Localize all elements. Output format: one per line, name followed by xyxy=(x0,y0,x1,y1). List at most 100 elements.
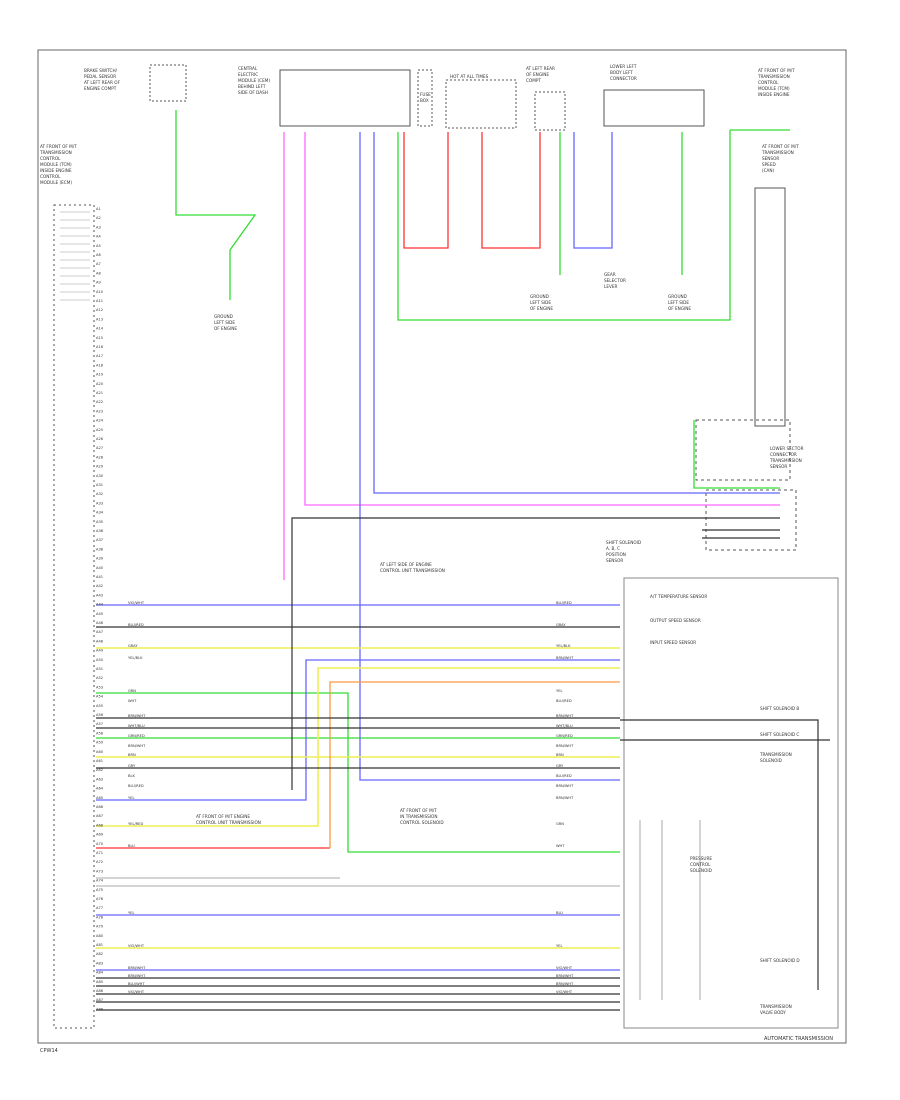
label-pressure-sensor-2: IN TRANSMISSION xyxy=(400,814,437,819)
pin-label: A43 xyxy=(96,593,103,597)
wire-color-label-right: WHT/BLU xyxy=(556,724,573,728)
component-labels: AT FRONT OF M/T TRANSMISSION CONTROL MOD… xyxy=(39,64,804,1015)
wire-color-label-right: VIO/WHT xyxy=(556,966,573,970)
label-shift-sol-4: SENSOR xyxy=(606,558,623,563)
wire-color-label-right: BRN/WHT xyxy=(556,656,574,660)
pin-label: A31 xyxy=(96,483,103,487)
pin-label: A21 xyxy=(96,391,103,395)
pin-label: A64 xyxy=(96,787,104,791)
pin-label: A23 xyxy=(96,409,103,413)
pin-label: A1 xyxy=(96,207,101,211)
pin-label: A53 xyxy=(96,685,103,689)
pin-label: A58 xyxy=(96,731,104,735)
pin-label: A65 xyxy=(96,796,103,800)
wire-color-label-right: GRY xyxy=(556,764,564,768)
wire-black-group xyxy=(96,517,830,1011)
wire-green-group xyxy=(96,110,790,853)
label-pressure-control-2: CONTROL xyxy=(690,862,711,867)
left-color-labels: VIO/WHTBLU/REDGRAYYEL/BLKGRNWHTBRN/WHTWH… xyxy=(128,601,146,994)
label-central-5: SIDE OF DASH xyxy=(238,90,268,95)
pin-label: A78 xyxy=(96,915,104,919)
pin-label: A45 xyxy=(96,612,103,616)
wire-color-label-right: BRN/WHT xyxy=(556,982,574,986)
label-can-2: TRANSMISSION xyxy=(761,150,794,155)
label-fuse-right-1: AT LEFT REAR xyxy=(526,66,555,71)
wire-color-label-left: YEL xyxy=(128,796,134,800)
pin-label: A47 xyxy=(96,630,103,634)
right-color-labels: BLU/REDGRAYYEL/BLKBRN/WHTYELBLU/REDBRN/W… xyxy=(556,601,574,994)
label-pressure-sensor-3: CONTROL SOLENOID xyxy=(400,820,444,825)
pin-label: A41 xyxy=(96,575,103,579)
inner-frame-bottom xyxy=(623,577,839,1029)
label-tcm-left-7: MODULE (ECM) xyxy=(40,180,72,185)
pin-label: A68 xyxy=(96,823,104,827)
pin-label: A73 xyxy=(96,869,103,873)
wire-color-label-right: BRN/WHT xyxy=(556,784,574,788)
wire-color-label-left: BRN/WHT xyxy=(128,966,146,970)
label-shift-sol-b: SHIFT SOLENOID B xyxy=(760,706,799,711)
wire-color-label-left: WHT/BLU xyxy=(128,724,145,728)
pin-label: A15 xyxy=(96,336,103,340)
pin-label: A37 xyxy=(96,538,103,542)
label-can-3: SENSOR xyxy=(762,156,779,161)
pin-label: A2 xyxy=(96,216,101,220)
pin-label: A82 xyxy=(96,952,103,956)
label-tcm-left-6: CONTROL xyxy=(40,174,61,179)
wire-color-label-right: GRN xyxy=(556,822,564,826)
label-lower-sector-3: TRANSMISSION xyxy=(769,458,802,463)
label-input-speed: INPUT SPEED SENSOR xyxy=(650,640,696,645)
wire-color-label-left: BRN/WHT xyxy=(128,974,146,978)
wire-color-label-right: BRN/WHT xyxy=(556,796,574,800)
pin-label: A4 xyxy=(96,235,101,239)
label-lower-sector-2: CONNECTOR xyxy=(770,452,797,457)
pin-label: A59 xyxy=(96,741,104,745)
pin-label: A13 xyxy=(96,317,103,321)
label-can-1: AT FRONT OF M/T xyxy=(762,144,799,149)
wire-color-label-left: BRN xyxy=(128,753,136,757)
pin-label: A85 xyxy=(96,980,103,984)
wire-color-label-left: VIO/WHT xyxy=(128,601,145,605)
pin-label: A28 xyxy=(96,455,104,459)
label-tcm-left-1: AT FRONT OF M/T xyxy=(40,144,77,149)
wire-color-label-right: BLU/RED xyxy=(556,774,572,778)
wire-color-label-right: BLU/RED xyxy=(556,601,572,605)
pin-label: A8 xyxy=(96,271,101,275)
right-module-box xyxy=(754,187,786,427)
label-pressure-control-1: PRESSURE xyxy=(690,856,712,861)
pin-label: A71 xyxy=(96,851,103,855)
footer-left-code: CPW14 xyxy=(40,1048,58,1054)
fuse-box-a xyxy=(417,69,433,127)
label-ground-right-2: LEFT SIDE xyxy=(668,300,689,305)
label-brake-2: PEDAL SENSOR xyxy=(84,74,116,79)
wire-color-label-left: BLU/RED xyxy=(128,784,144,788)
lower-sector-box xyxy=(695,419,791,481)
pin-label: A16 xyxy=(96,345,104,349)
pin-label: A24 xyxy=(96,419,104,423)
pin-label: A11 xyxy=(96,299,103,303)
label-shift-sol-c: SHIFT SOLENOID C xyxy=(760,732,799,737)
label-brake-1: BRAKE SWITCH/ xyxy=(84,68,118,73)
pin-label: A56 xyxy=(96,713,104,717)
label-g-switch-3: LEVER xyxy=(604,284,617,289)
label-can-5: (CAN) xyxy=(762,168,775,173)
footer-right-title: AUTOMATIC TRANSMISSION xyxy=(764,1036,833,1042)
label-brake-3: AT LEFT REAR OF xyxy=(84,80,121,85)
shift-sol-box xyxy=(705,489,797,551)
wire-color-label-right: BRN/WHT xyxy=(556,744,574,748)
pin-label: A81 xyxy=(96,943,103,947)
pin-label: A27 xyxy=(96,446,103,450)
pin-label: A50 xyxy=(96,658,104,662)
pin-label: A7 xyxy=(96,262,101,266)
pin-label: A80 xyxy=(96,934,104,938)
pin-label: A5 xyxy=(96,244,101,248)
pin-label: A83 xyxy=(96,961,103,965)
pin-label: A63 xyxy=(96,777,103,781)
pin-label: A60 xyxy=(96,750,104,754)
wire-color-label-right: BRN/WHT xyxy=(556,714,574,718)
pin-label: A69 xyxy=(96,833,104,837)
wire-color-label-left: BLU/WHT xyxy=(128,982,145,986)
label-fuse-2: BOX xyxy=(420,98,429,103)
pin-label: A42 xyxy=(96,584,103,588)
label-tcm-left-5: INSIDE ENGINE xyxy=(40,168,72,173)
label-trans-sensor-2: SOLENOID xyxy=(760,758,782,763)
